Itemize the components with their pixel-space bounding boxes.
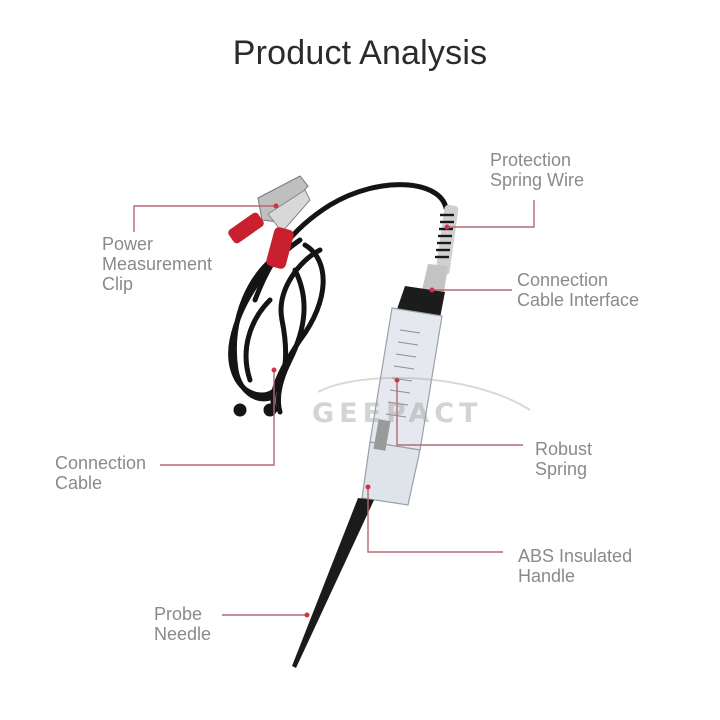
probe-needle-icon (292, 498, 374, 668)
callout-lines (133, 200, 535, 616)
callout-dots (271, 203, 450, 618)
tester-handle-icon (361, 286, 445, 506)
watermark: GEEPACT (312, 398, 483, 429)
watermark-car-outline (317, 376, 531, 411)
label-probe-needle: Probe Needle (154, 604, 212, 644)
label-protection-spring: Protection Spring Wire (490, 150, 585, 190)
page-title: Product Analysis (232, 34, 488, 72)
cable-icon (228, 182, 449, 417)
label-power-clip: Power Measurement Clip (102, 234, 213, 294)
alligator-clip-icon (228, 175, 311, 269)
label-connection-cable: Connection Cable (55, 453, 147, 493)
label-abs-handle: ABS Insulated Handle (518, 546, 633, 586)
label-robust-spring: Robust Spring (535, 439, 593, 479)
label-cable-interface: Connection Cable Interface (517, 270, 640, 310)
spring-wire-icon (422, 204, 459, 292)
